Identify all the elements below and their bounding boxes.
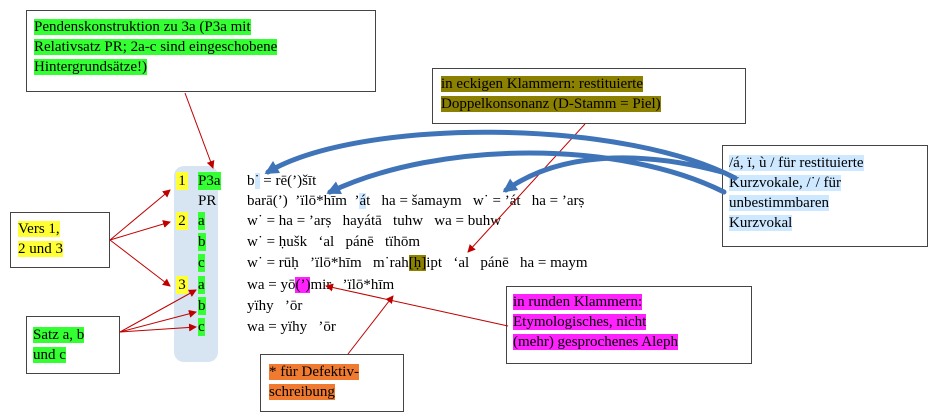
label-2b: b xyxy=(198,233,206,251)
pendens-line-3: Hintergrundsätze!) xyxy=(34,59,148,75)
text-line-6: wa = yō(’)mir ’ïlō*hīm xyxy=(247,276,394,294)
text-line-5: w˙ = rūḥ ’ïlō*hīm m˙rah[ḥ]ipt ‘al pánē h… xyxy=(247,254,588,272)
asterisk-line-2: schreibung xyxy=(269,384,335,400)
label-p3a: P3a xyxy=(198,172,221,190)
pendens-note-box: Pendenskonstruktion zu 3a (P3a mit Relat… xyxy=(26,10,376,92)
arrow-satz-to-c xyxy=(119,323,197,333)
verse-line-1: Vers 1, xyxy=(18,221,60,237)
arrow-satz-to-b xyxy=(119,309,197,333)
arrow-eckig-to-bracket xyxy=(467,123,586,253)
brackets-line-2: Doppelkonsonanz (D-Stamm = Piel) xyxy=(441,96,661,112)
arrow-rund-to-aleph xyxy=(325,283,509,327)
asterisk-note-box: * für Defektiv- schreibung xyxy=(260,354,404,412)
verse-number-3: 3 xyxy=(176,276,188,294)
arrow-stern-to-text xyxy=(347,295,394,355)
blue-arrow-to-line-2-second xyxy=(502,155,725,193)
text-line-6-a: wa = yō xyxy=(247,277,296,293)
arrow-satz-to-a xyxy=(119,289,197,333)
text-line-7: yïhy ’ōr xyxy=(247,298,303,314)
parentheses-line-2: Etymologisches, nicht xyxy=(513,314,647,330)
text-line-3: w˙ = ha = ’arṣ hayátā tuhw wa = buhw xyxy=(247,213,502,229)
text-line-5-bracket: [ḥ] xyxy=(408,255,427,271)
short-vowel-line-4: Kurzvokal xyxy=(729,215,793,231)
verse-note-box: Vers 1, 2 und 3 xyxy=(10,212,110,268)
pendens-line-2: Relativsatz PR; 2a-c sind eingeschobene xyxy=(34,39,278,55)
parentheses-line-1: in runden Klammern: xyxy=(513,294,643,310)
label-3a: a xyxy=(198,276,205,294)
pendens-line-1: Pendenskonstruktion zu 3a (P3a mit xyxy=(34,19,251,35)
text-line-2-c: t ha = šamaym w˙ = ’át ha = ’arṣ xyxy=(366,193,585,209)
text-line-8: wa = yïhy ’ōr xyxy=(247,319,336,335)
short-vowel-line-3: unbestimmbaren xyxy=(729,195,829,211)
blue-arrow-to-line-2-first xyxy=(326,150,727,195)
label-2a: a xyxy=(198,212,205,230)
text-line-1-vowel: ˙ xyxy=(254,173,260,189)
label-pr: PR xyxy=(198,193,217,209)
text-line-1-c: = rē(’)šīt xyxy=(259,173,317,189)
short-vowel-line-1: /á, ï, ù / für restituierte xyxy=(729,155,864,171)
label-3b: b xyxy=(198,297,206,315)
arrow-vers-to-2 xyxy=(109,220,171,241)
clause-note-box: Satz a, b und c xyxy=(26,316,120,374)
verse-number-2: 2 xyxy=(176,212,188,230)
short-vowel-note-box: /á, ï, ù / für restituierte Kurzvokale, … xyxy=(722,145,928,247)
verse-number-1: 1 xyxy=(176,172,188,190)
text-line-2-a: barā(’) ’ïlō*hīm ’ xyxy=(247,193,360,209)
arrow-pendens-to-p3a xyxy=(184,92,215,169)
text-line-2: barā(’) ’ïlō*hīm ’át ha = šamaym w˙ = ’á… xyxy=(247,192,584,210)
brackets-line-1: in eckigen Klammern: restituierte xyxy=(441,76,644,92)
text-line-2-vowel: á xyxy=(359,193,367,209)
label-2c: c xyxy=(198,254,205,272)
clause-line-2: und c xyxy=(33,347,66,363)
text-line-5-a: w˙ = rūḥ ’ïlō*hīm m˙rah xyxy=(247,255,409,271)
short-vowel-line-2: Kurzvokale, /˙/ für xyxy=(729,175,842,191)
arrow-vers-to-1 xyxy=(109,189,171,241)
text-line-6-aleph: (’) xyxy=(295,277,311,293)
verse-line-2: 2 und 3 xyxy=(18,241,63,257)
parentheses-line-3: (mehr) gesprochenes Aleph xyxy=(513,334,678,350)
label-3c: c xyxy=(198,318,205,336)
parentheses-note-box: in runden Klammern: Etymologisches, nich… xyxy=(506,286,752,364)
asterisk-line-1: * für Defektiv- xyxy=(269,364,359,380)
arrow-vers-to-3 xyxy=(109,239,171,287)
brackets-note-box: in eckigen Klammern: restituierte Doppel… xyxy=(432,68,746,124)
text-line-4: w˙ = ḥušk ‘al pánē tïhōm xyxy=(247,234,421,250)
blue-arrow-to-line-1 xyxy=(264,129,738,181)
clause-line-1: Satz a, b xyxy=(33,327,85,343)
text-line-5-c: ipt ‘al pánē ha = maym xyxy=(426,255,588,271)
text-line-1: b˙ = rē(’)šīt xyxy=(247,172,316,190)
text-line-1-a: b xyxy=(247,173,255,189)
